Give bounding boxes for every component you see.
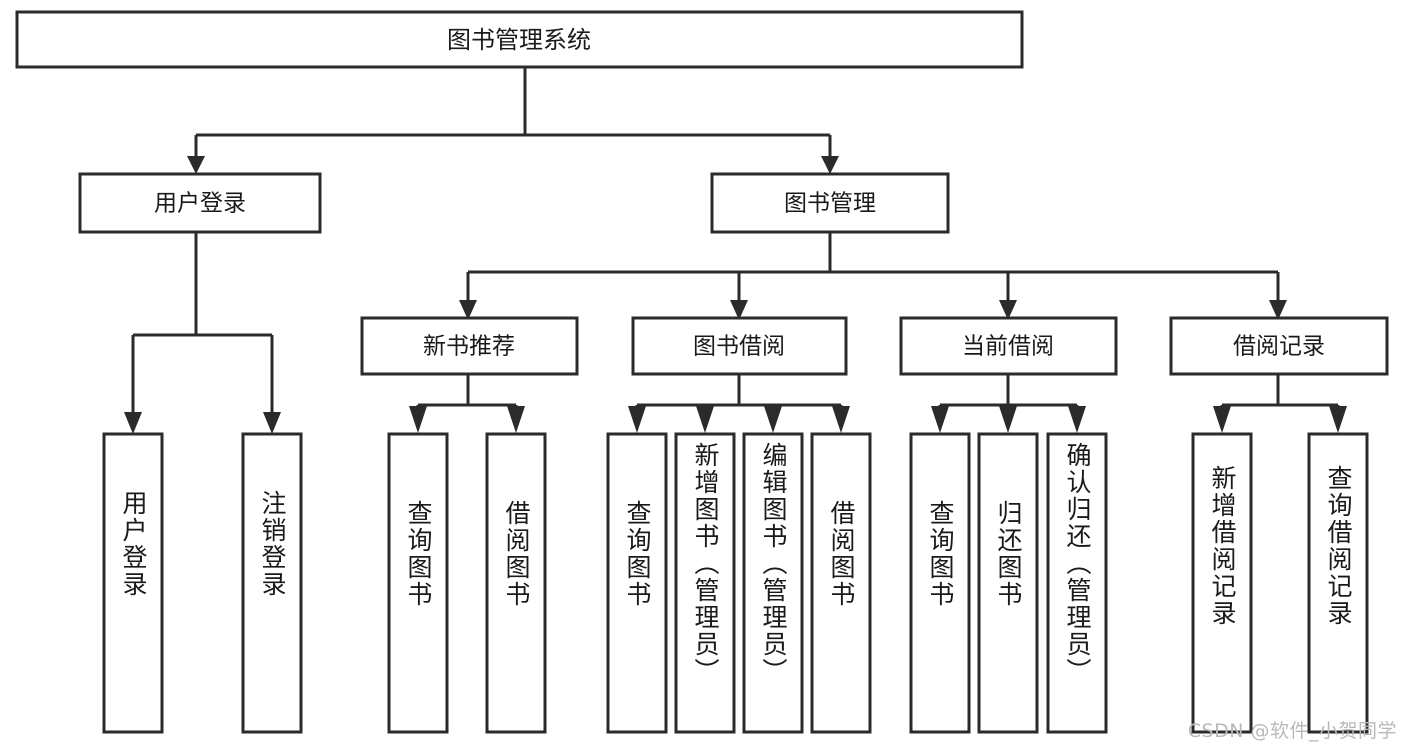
node-borrowing-record-label: 借阅记录 [1233, 334, 1325, 360]
leaf-box-user-login[interactable] [102, 432, 164, 734]
node-new-book-recommendation[interactable]: 新书推荐 [360, 316, 579, 376]
node-user-login-label: 用户登录 [154, 191, 246, 217]
node-new-book-recommendation-box[interactable] [360, 316, 579, 376]
leaf-box-borrow-book-b[interactable] [810, 432, 872, 734]
csdn-watermark: CSDN @软件_小贺同学 [1187, 720, 1397, 742]
arrow-head-leaf-edit-book [764, 406, 782, 433]
arrow-head-leaf-user-login [124, 412, 142, 434]
node-root-box[interactable] [15, 10, 1024, 69]
arrow-head-user-login [187, 156, 205, 174]
arrow-head-borrow-record [1269, 300, 1287, 320]
leaf-box-logout[interactable] [241, 432, 303, 734]
leaf-box-add-book-admin[interactable] [674, 432, 736, 734]
node-current-borrowing-box[interactable] [899, 316, 1118, 376]
node-current-borrowing[interactable]: 当前借阅 [899, 316, 1118, 376]
arrow-head-book-mgmt [821, 156, 839, 174]
arrow-head-current-borrow [999, 300, 1017, 320]
leaf-box-query-borrow-record[interactable] [1307, 432, 1369, 734]
node-borrowing-record-box[interactable] [1169, 316, 1389, 376]
arrow-head-new-book-rec [459, 300, 477, 320]
arrow-head-leaf-query-book-a [409, 406, 427, 433]
arrow-head-leaf-borrow-book-b [832, 406, 850, 433]
leaf-box-return-book[interactable] [977, 432, 1039, 734]
node-root-book-management-system[interactable]: 图书管理系统 [15, 10, 1024, 69]
leaf-box-query-book-a[interactable] [387, 432, 449, 734]
arrow-head-leaf-query-book-b [628, 406, 646, 433]
arrow-head-leaf-add-record [1213, 406, 1231, 433]
node-book-management-label: 图书管理 [784, 191, 876, 217]
node-book-borrowing[interactable]: 图书借阅 [631, 316, 848, 376]
arrow-head-book-borrow [730, 300, 748, 320]
node-current-borrowing-label: 当前借阅 [962, 334, 1054, 360]
leaf-box-borrow-book-a[interactable] [485, 432, 547, 734]
leaf-box-query-book-c[interactable] [909, 432, 971, 734]
leaf-box-query-book-b[interactable] [606, 432, 668, 734]
node-user-login-box[interactable] [78, 172, 322, 234]
node-book-management[interactable]: 图书管理 [710, 172, 950, 234]
connectors-group [124, 67, 1347, 434]
node-borrowing-record[interactable]: 借阅记录 [1169, 316, 1389, 376]
arrow-head-leaf-return-book [999, 406, 1017, 433]
node-book-borrowing-box[interactable] [631, 316, 848, 376]
arrow-head-leaf-borrow-book-a [507, 406, 525, 433]
arrow-head-leaf-query-record [1329, 406, 1347, 433]
leaf-boxes-group [102, 432, 1369, 734]
leaf-box-edit-book-admin[interactable] [742, 432, 804, 734]
leaf-box-confirm-return-admin[interactable] [1046, 432, 1108, 734]
node-root-label: 图书管理系统 [447, 26, 591, 54]
node-new-book-recommendation-label: 新书推荐 [423, 334, 515, 360]
node-book-management-box[interactable] [710, 172, 950, 234]
node-user-login[interactable]: 用户登录 [78, 172, 322, 234]
arrow-head-leaf-query-book-c [931, 406, 949, 433]
node-book-borrowing-label: 图书借阅 [693, 334, 785, 360]
arrow-head-leaf-confirm-return [1068, 406, 1086, 433]
arrow-head-leaf-logout [263, 412, 281, 434]
arrow-head-leaf-add-book [696, 406, 714, 433]
leaf-box-add-borrow-record[interactable] [1191, 432, 1253, 734]
